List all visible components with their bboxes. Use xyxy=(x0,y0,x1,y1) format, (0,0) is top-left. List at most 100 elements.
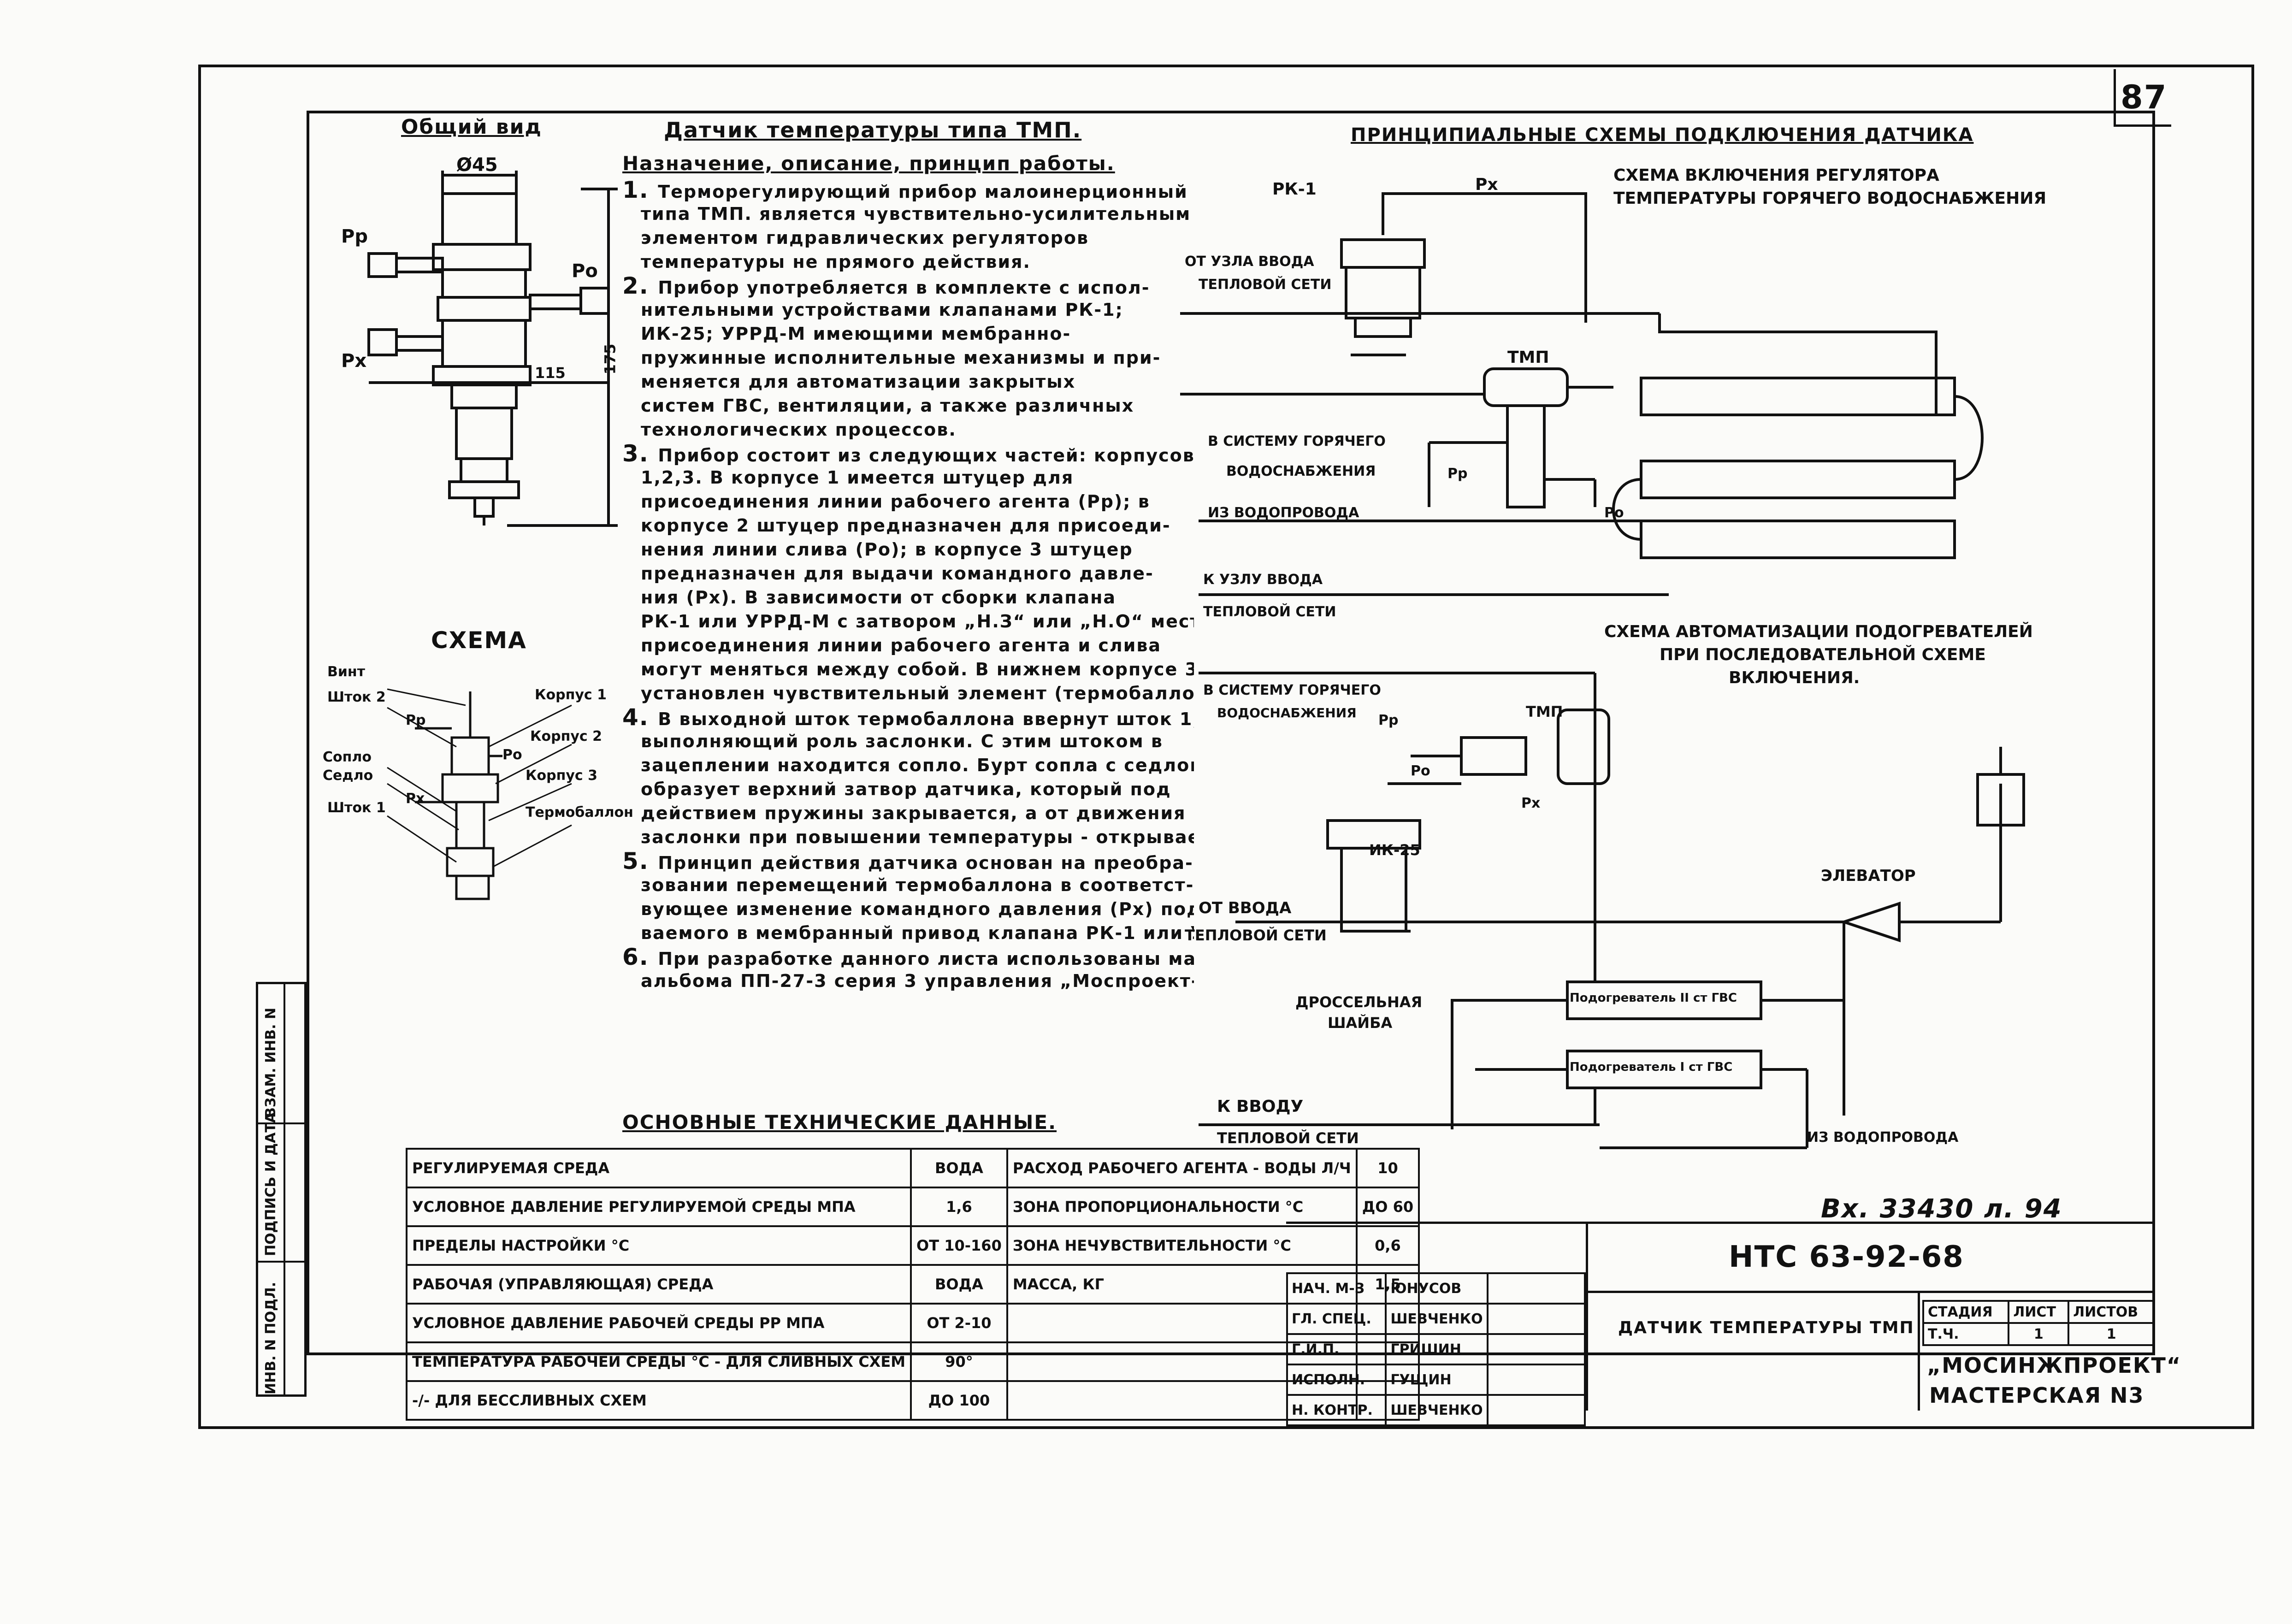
title-block-vline xyxy=(1586,1222,1588,1411)
stage-header-sheet: Лист xyxy=(2008,1300,2070,1324)
description-text: Принцип действия датчика основан на прео… xyxy=(658,853,1193,873)
description-line: вующее изменение командного давления (Px… xyxy=(641,897,1194,921)
spec-row: Рабочая (управляющая) средаВодаМасса, кг… xyxy=(405,1264,1420,1305)
description-text: присоединения линии рабочего агента (Pp)… xyxy=(641,491,1150,512)
s2-from-input-2: тепловой сети xyxy=(1185,927,1327,944)
spec-cell: 1,6 xyxy=(910,1187,1008,1227)
description-text: При разработке данного листа использован… xyxy=(658,949,1194,969)
description-text: заслонки при повышении температуры - отк… xyxy=(641,827,1194,847)
description-line: выполняющий роль заслонки. С этим штоком… xyxy=(641,729,1163,754)
description-line: 6. При разработке данного листа использо… xyxy=(622,945,1194,971)
signature-role: Г.И.П. xyxy=(1286,1333,1387,1365)
description-text: образует верхний затвор датчика, который… xyxy=(641,779,1171,799)
signature-name: Юнусов xyxy=(1385,1272,1489,1305)
incoming-stamp-text: Вх. 33430 л. 94 xyxy=(1821,1194,2062,1224)
s1-to-node-1: К узлу ввода xyxy=(1203,572,1323,588)
description-line: присоединения линии рабочего агента (Pp)… xyxy=(641,489,1150,514)
spec-cell: Условное давление рабочей среды Pp МПа xyxy=(405,1303,912,1343)
description-line: предназначен для выдачи командного давле… xyxy=(641,561,1154,586)
doc-title: Датчик температуры ТМП xyxy=(1618,1318,1914,1337)
description-text: корпусе 2 штуцер предназначен для присое… xyxy=(641,515,1171,536)
description-line: 3. Прибор состоит из следующих частей: к… xyxy=(622,441,1194,468)
spec-cell: Вода xyxy=(910,1264,1008,1305)
s2-tmp: ТМП xyxy=(1526,703,1563,720)
description-line: альбома ПП-27-3 серия 3 управления „Мосп… xyxy=(641,968,1194,993)
description-text: зовании перемещений термобаллона в соотв… xyxy=(641,875,1194,895)
description-line: элементом гидравлических регуляторов xyxy=(641,225,1089,250)
s2-px: Px xyxy=(1521,795,1541,811)
signature-role: Нач. м-з xyxy=(1286,1272,1387,1305)
scheme-label-seat: Седло xyxy=(323,768,373,784)
gv-label-pp: Pp xyxy=(341,226,368,247)
dim-d175: 175 xyxy=(601,343,619,375)
description-item-number: 3. xyxy=(622,440,658,467)
description-line: пружинные исполнительные механизмы и при… xyxy=(641,345,1161,370)
s2-po: Po xyxy=(1411,763,1430,779)
scheme-label-stem1: Шток 1 xyxy=(327,800,386,816)
description-text: установлен чувствительный элемент (термо… xyxy=(641,683,1194,703)
s2-throttle-1: Дроссельная xyxy=(1295,993,1423,1011)
description-text: могут меняться между собой. В нижнем кор… xyxy=(641,659,1194,679)
description-text: типа ТМП. является чувствительно-усилите… xyxy=(641,204,1191,224)
description-line: заслонки при повышении температуры - отк… xyxy=(641,825,1194,850)
description-line: зовании перемещений термобаллона в соотв… xyxy=(641,873,1194,898)
scheme-label-body1: Корпус 1 xyxy=(535,687,607,703)
org-name: „Мосинжпроект“ xyxy=(1927,1353,2182,1378)
spec-cell: -/- для бессливных схем xyxy=(405,1380,912,1421)
description-line: меняется для автоматизации закрытых xyxy=(641,369,1075,394)
spec-cell: Вода xyxy=(910,1148,1008,1188)
s2-heater1: Подогреватель I ст ГВС xyxy=(1570,1060,1733,1074)
scheme2-title-2: при последовательной схеме xyxy=(1660,645,1986,664)
stage-header-stage: Стадия xyxy=(1922,1300,2010,1324)
spec-cell: Рабочая (управляющая) среда xyxy=(405,1264,912,1305)
description-text: ИК-25; УРРД-М имеющими мембранно- xyxy=(641,324,1071,344)
outer-frame xyxy=(198,65,2254,1429)
scheme-label-screw: Винт xyxy=(327,664,366,680)
spec-cell: до 60 xyxy=(1355,1187,1420,1227)
s1-from-water: Из водопровода xyxy=(1208,505,1359,521)
description-line: нительными устройствами клапанами РК-1; xyxy=(641,297,1123,322)
s1-px: Px xyxy=(1475,175,1498,194)
description-text: нительными устройствами клапанами РК-1; xyxy=(641,300,1123,320)
spec-cell: Условное давление регулируемой среды МПа xyxy=(405,1187,912,1227)
stage-header-sheets: Листов xyxy=(2068,1300,2155,1324)
description-line: систем ГВС, вентиляции, а также различны… xyxy=(641,393,1134,418)
s2-to-input-2: тепловой сети xyxy=(1217,1129,1359,1147)
s2-elevator: Элеватор xyxy=(1821,867,1916,885)
description-line: РК-1 или УРРД-М с затвором „Н.З“ или „Н.… xyxy=(641,609,1194,634)
signature-name: Гришин xyxy=(1385,1333,1489,1365)
scheme-label-body2: Корпус 2 xyxy=(530,728,602,744)
s2-to-hws-1: В систему горячего xyxy=(1203,682,1381,698)
general-view-title: Общий вид xyxy=(401,115,542,139)
stamp-inv-no: Инв. N подл. xyxy=(263,1281,279,1394)
signature-mark xyxy=(1486,1303,1586,1335)
scheme-label-body3: Корпус 3 xyxy=(526,768,597,784)
signature-row: Исполн.Гущин xyxy=(1286,1364,1586,1396)
s1-rk1: РК-1 xyxy=(1272,180,1317,199)
signature-name: Шевченко xyxy=(1385,1303,1489,1335)
s1-to-node-2: тепловой сети xyxy=(1203,604,1336,620)
scheme-title: Схема xyxy=(431,627,527,654)
sheet-number-box xyxy=(2114,69,2171,127)
spec-row: Температура рабочей среды °С - для сливн… xyxy=(405,1341,1420,1382)
spec-cell: Пределы настройки °С xyxy=(405,1225,912,1266)
spec-cell: 10 xyxy=(1355,1148,1420,1188)
title-block-org-line xyxy=(1918,1291,1920,1411)
description-line: технологических процессов. xyxy=(641,417,957,442)
description-text: пружинные исполнительные механизмы и при… xyxy=(641,348,1161,368)
description-line: нения линии слива (Po); в корпусе 3 штуц… xyxy=(641,537,1133,562)
gv-label-po: Po xyxy=(572,260,598,282)
sensor-description: 1. Терморегулирующий прибор малоинерцион… xyxy=(622,177,1194,1053)
specs-table: Регулируемая средаВодаРасход рабочего аг… xyxy=(405,1148,1420,1421)
description-line: зацеплении находится сопло. Бурт сопла с… xyxy=(641,753,1194,778)
s1-pp: Pp xyxy=(1447,466,1468,482)
scheme-label-thermobulb: Термобаллон xyxy=(526,804,633,821)
incoming-stamp: Вх. 33430 л. 94 xyxy=(1821,1194,2062,1224)
title-block-hline xyxy=(1586,1291,2155,1293)
spec-cell: Зона нечувствительности °С xyxy=(1006,1225,1358,1266)
s1-to-hws-2: водоснабжения xyxy=(1226,463,1376,479)
description-text: Прибор употребляется в комплекте с испол… xyxy=(658,278,1150,298)
description-line: установлен чувствительный элемент (термо… xyxy=(641,681,1194,706)
spec-row: Условное давление рабочей среды Pp МПаот… xyxy=(405,1303,1420,1343)
signature-row: Г.И.П.Гришин xyxy=(1286,1333,1586,1365)
